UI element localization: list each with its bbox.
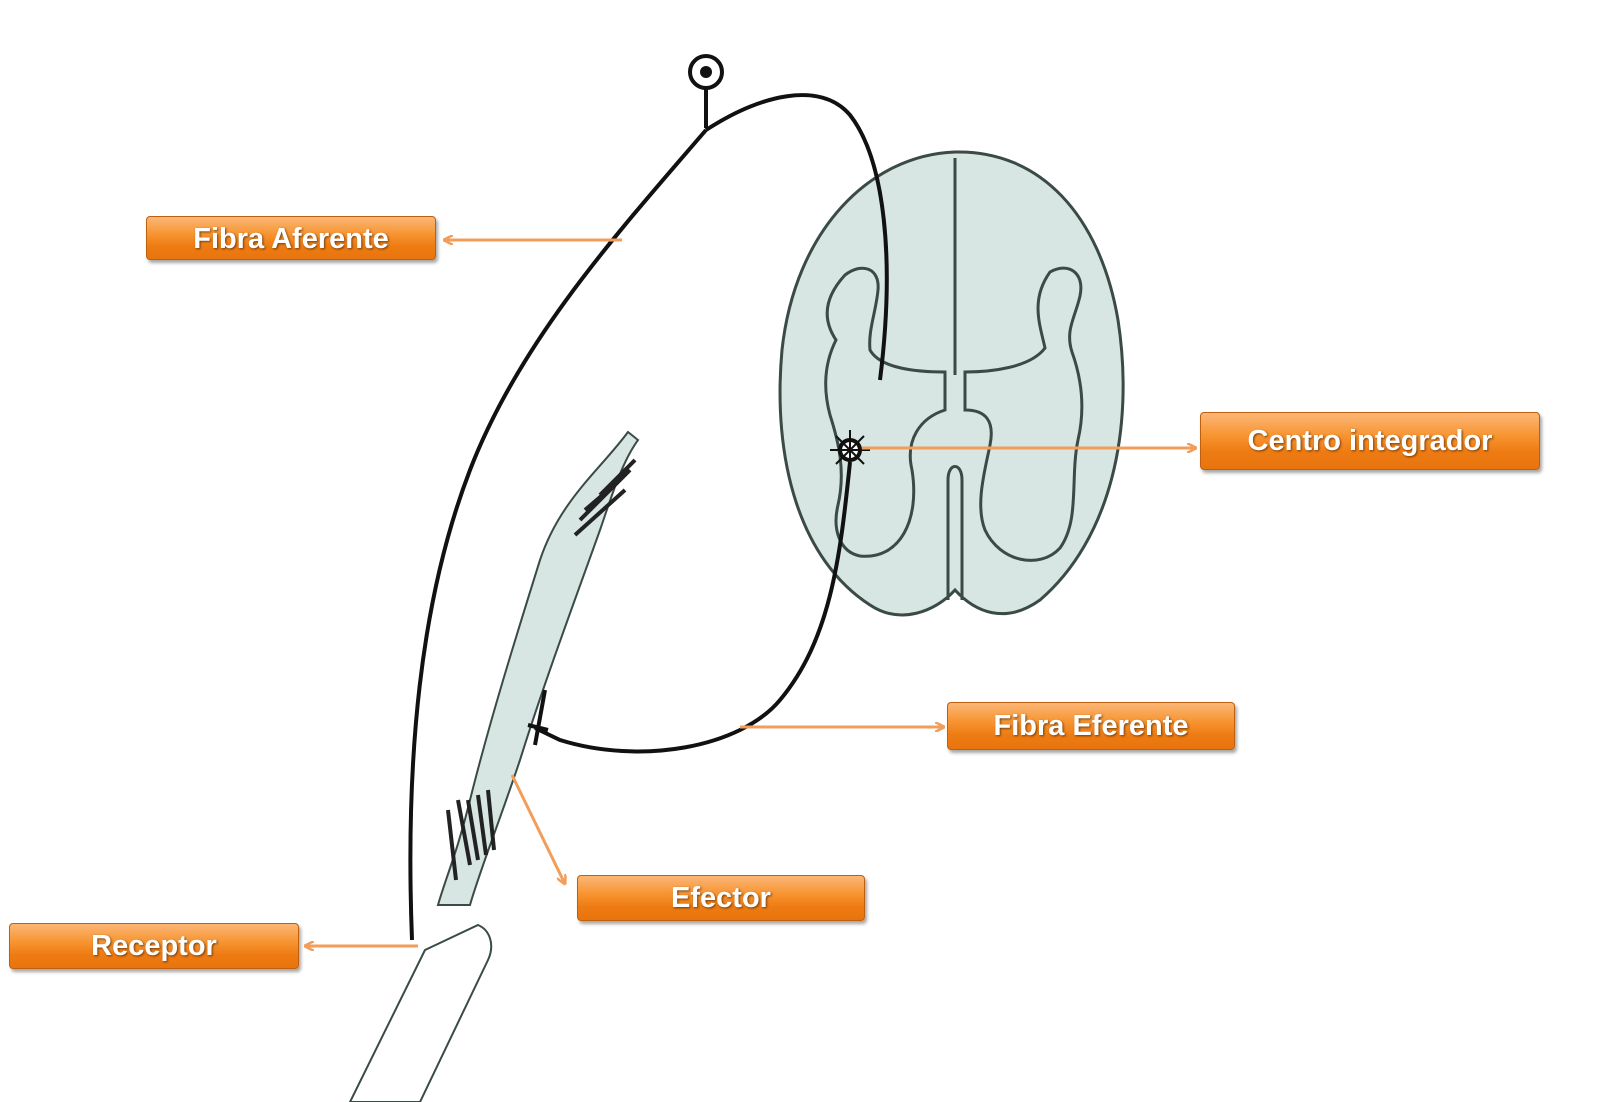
ventral-median-fissure bbox=[946, 465, 964, 600]
afferent-fiber-central bbox=[704, 93, 889, 381]
muscle-tendon-top bbox=[573, 458, 637, 537]
bone bbox=[348, 923, 493, 1102]
ganglion-nucleus bbox=[700, 66, 712, 78]
grey-matter-left bbox=[824, 266, 947, 558]
label-receptor: Receptor bbox=[9, 923, 299, 969]
afferent-neuron bbox=[408, 54, 889, 941]
spinal-cord-outline bbox=[778, 150, 1125, 617]
arrow-efector bbox=[510, 774, 565, 884]
efferent-fiber bbox=[534, 461, 852, 754]
muscle-effector bbox=[348, 430, 640, 1102]
efferent-neuron bbox=[527, 461, 852, 754]
spinal-cord-section bbox=[778, 150, 1125, 617]
interneuron-spikes bbox=[830, 430, 870, 470]
label-fibra-eferente: Fibra Eferente bbox=[947, 702, 1235, 750]
label-fibra-aferente: Fibra Aferente bbox=[146, 216, 436, 260]
label-centro-integrador: Centro integrador bbox=[1200, 412, 1540, 470]
label-efector: Efector bbox=[577, 875, 865, 921]
callout-arrows bbox=[305, 240, 1196, 946]
afferent-fiber-peripheral bbox=[408, 128, 708, 941]
integrating-center bbox=[830, 430, 870, 470]
muscle-tendon-bottom bbox=[446, 789, 496, 881]
muscle-belly bbox=[436, 430, 640, 906]
motor-end-plate bbox=[527, 689, 549, 746]
grey-matter-right bbox=[963, 266, 1084, 562]
